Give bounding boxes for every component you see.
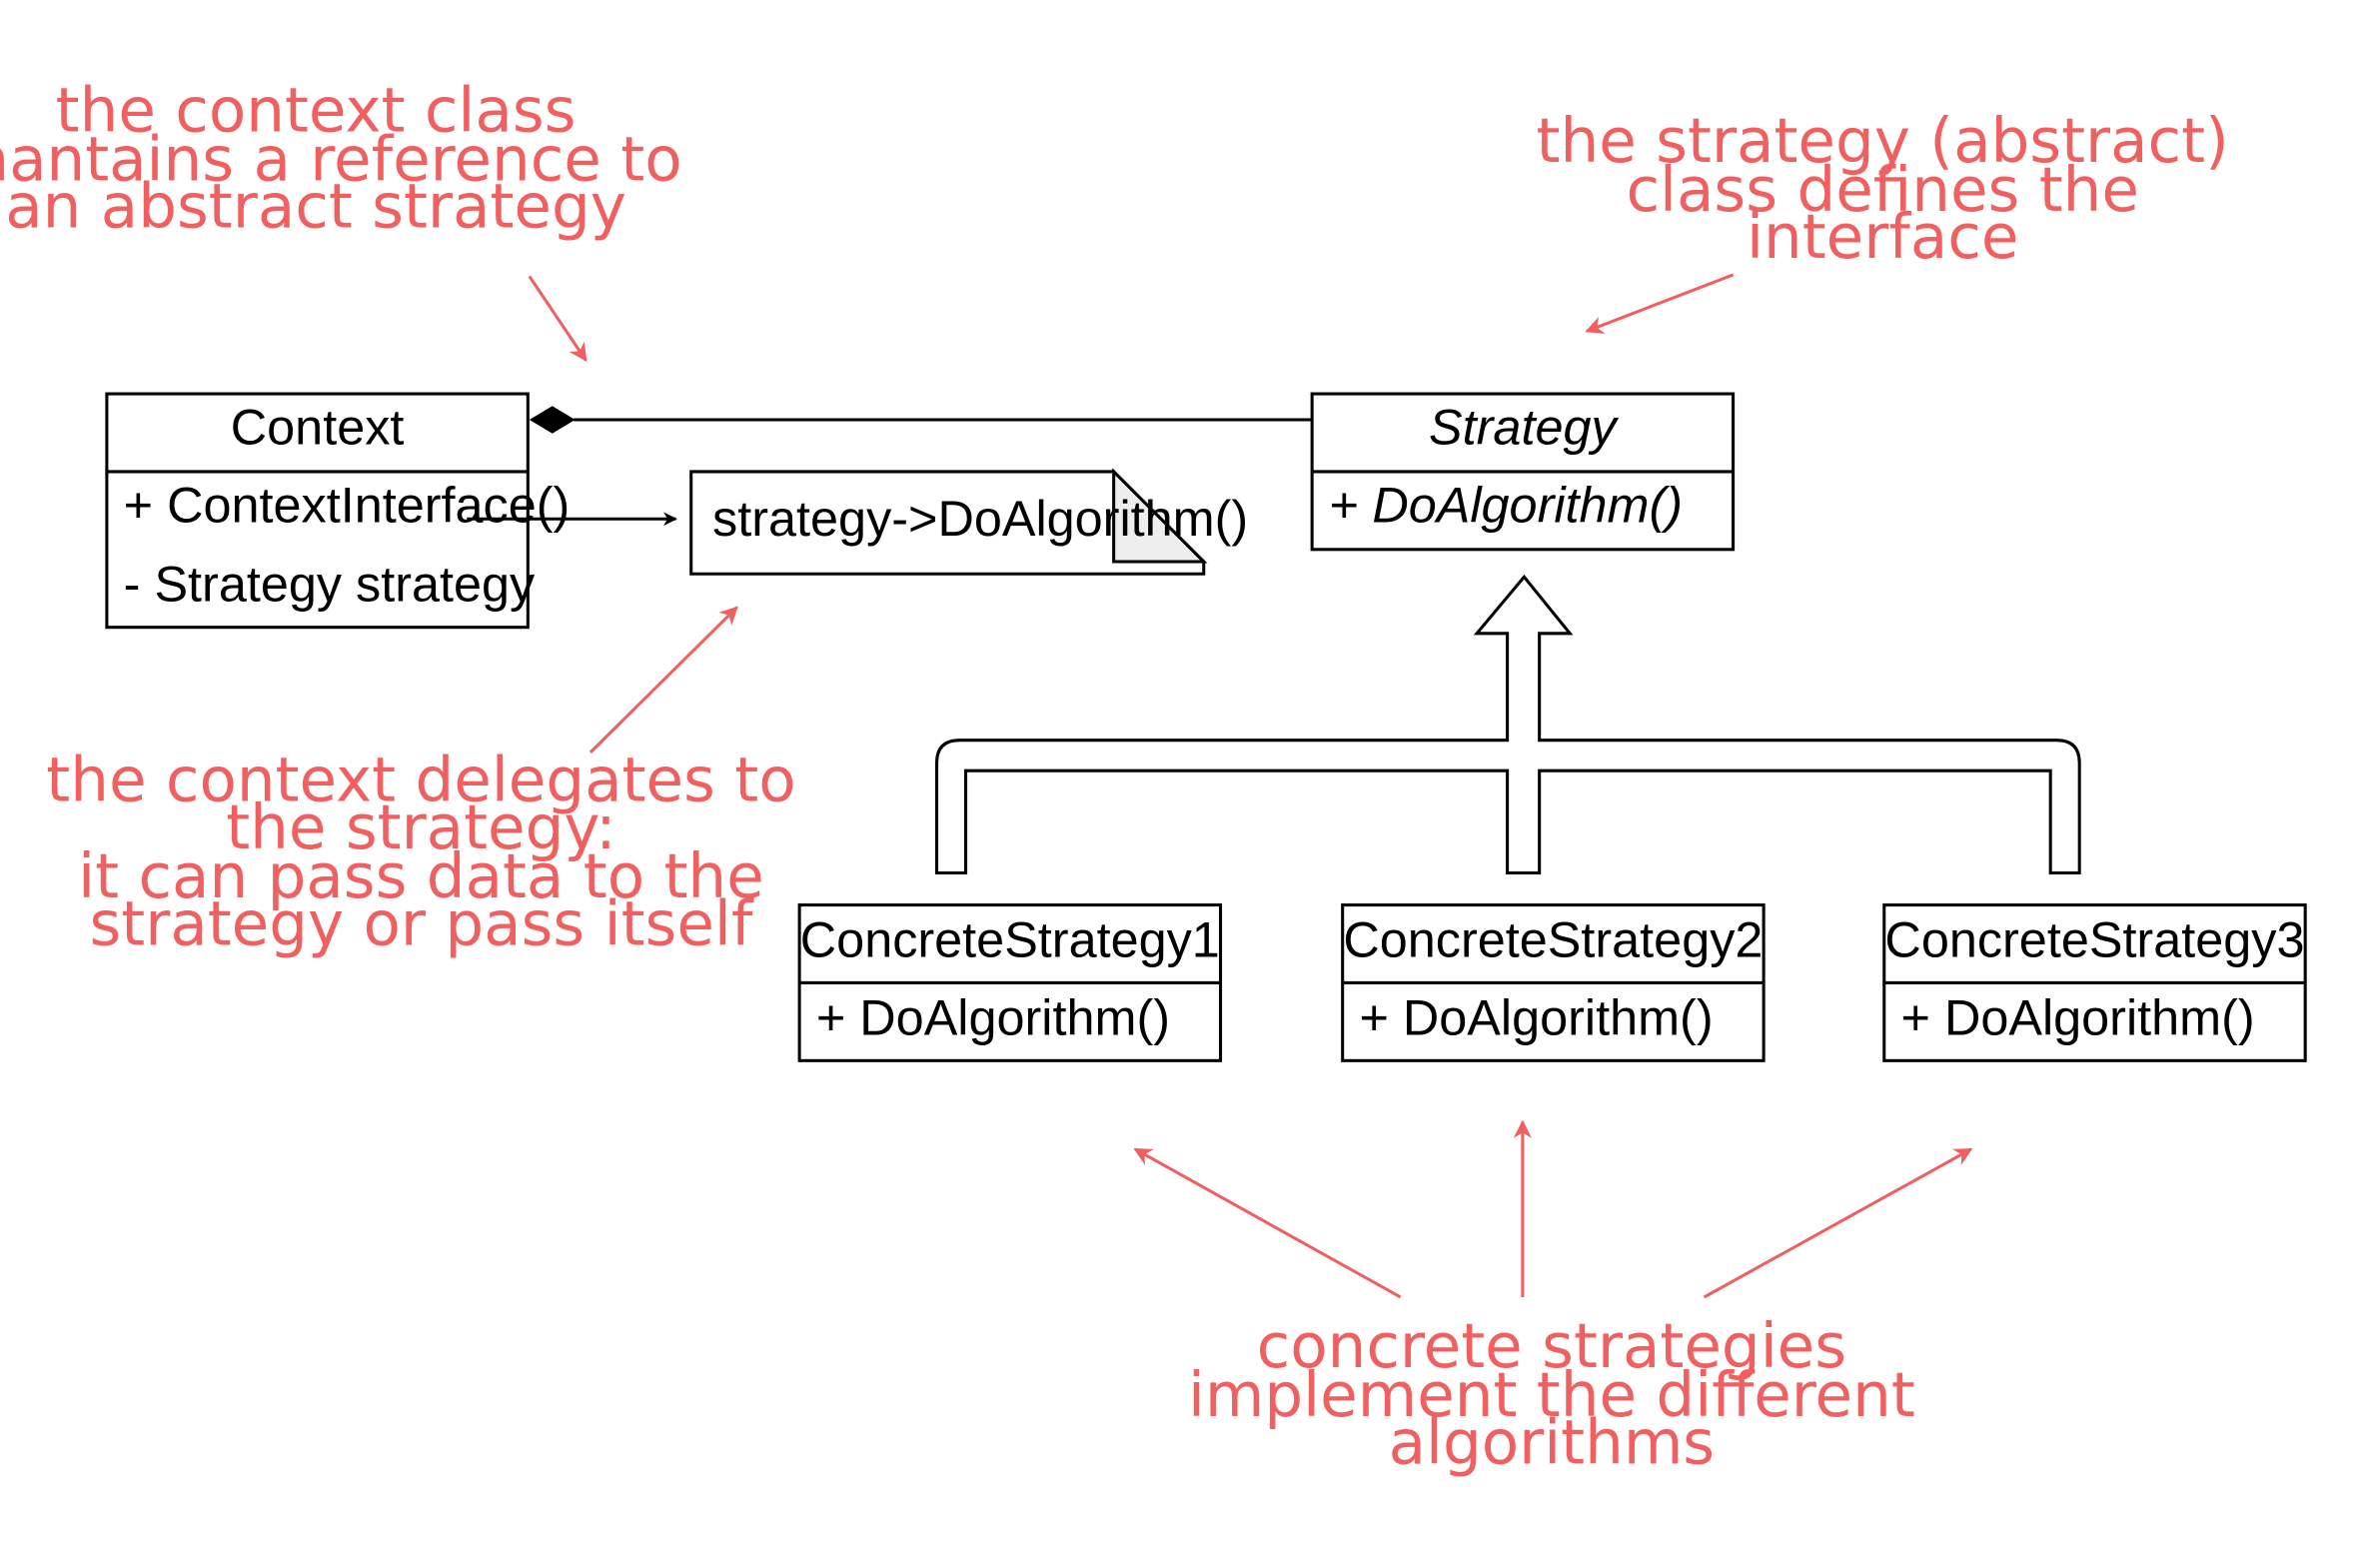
concrete-annotation-line-1: concrete strategies — [1257, 1311, 1846, 1382]
note-fold-icon — [1112, 468, 1208, 564]
strategy-abstract-method: + DoAlgorithm() — [1329, 476, 1683, 533]
strategy-class-name: Strategy — [1429, 398, 1619, 455]
delegates-annotation: the context delegates to the strategy: i… — [46, 746, 795, 960]
concrete-annotation-arrow-3 — [1703, 1147, 1973, 1299]
context-class-name: Context — [231, 398, 405, 455]
strategy-annotation-line-2: class defines the — [1626, 155, 2139, 226]
strategy-annotation: the strategy (abstract) class defines th… — [1537, 106, 2229, 273]
concrete-strategy-1-name: ConcreteStrategy1 — [800, 910, 1220, 967]
concrete-strategy-2-name: ConcreteStrategy2 — [1343, 910, 1763, 967]
delegates-annotation-line-2: the strategy: — [226, 792, 615, 863]
concrete-annotation-line-2: implement the different — [1188, 1360, 1915, 1431]
context-annotation: the context class mantains a reference t… — [0, 75, 682, 242]
delegates-annotation-arrow — [589, 606, 738, 754]
code-note: strategy->DoAlgorithm() — [689, 468, 1248, 576]
concrete-strategy-2-method: + DoAlgorithm() — [1359, 988, 1713, 1045]
composition-diamond-icon — [529, 406, 576, 434]
context-annotation-line-2: mantains a reference to — [0, 124, 682, 195]
note-text: strategy->DoAlgorithm() — [712, 490, 1248, 547]
concrete-annotation-arrow-1 — [1133, 1147, 1402, 1299]
delegates-annotation-line-3: it can pass data to the — [78, 841, 764, 912]
strategy-class-box[interactable]: Strategy + DoAlgorithm() — [1310, 392, 1736, 552]
context-annotation-line-1: the context class — [56, 75, 577, 146]
concrete-strategy-3-name: ConcreteStrategy3 — [1884, 910, 2304, 967]
strategy-annotation-line-3: interface — [1747, 202, 2018, 273]
strategy-annotation-arrow — [1585, 273, 1735, 335]
composition-connector — [529, 406, 1313, 434]
concrete-annotation: concrete strategies implement the differ… — [1188, 1311, 1915, 1478]
delegates-annotation-line-4: strategy or pass itself — [89, 888, 753, 959]
concrete-annotation-line-3: algorithms — [1389, 1407, 1716, 1478]
concrete-strategy-1-box[interactable]: ConcreteStrategy1 + DoAlgorithm() — [797, 903, 1223, 1062]
inheritance-arrow — [935, 574, 2081, 875]
strategy-field: - Strategy strategy — [124, 556, 536, 613]
delegates-annotation-line-1: the context delegates to — [46, 746, 795, 816]
context-annotation-line-3: an abstract strategy — [5, 172, 626, 243]
strategy-annotation-line-1: the strategy (abstract) — [1537, 106, 2229, 177]
annotation-arrows — [528, 273, 1973, 1299]
concrete-strategy-3-box[interactable]: ConcreteStrategy3 + DoAlgorithm() — [1882, 903, 2307, 1062]
context-interface-method: + ContextInterface() — [124, 476, 571, 533]
concrete-strategy-1-method: + DoAlgorithm() — [816, 988, 1170, 1045]
concrete-strategy-2-box[interactable]: ConcreteStrategy2 + DoAlgorithm() — [1341, 903, 1766, 1062]
context-annotation-arrow — [528, 275, 588, 362]
context-class-box[interactable]: Context + ContextInterface() - Strategy … — [105, 392, 571, 630]
concrete-strategy-3-method: + DoAlgorithm() — [1901, 988, 2255, 1045]
